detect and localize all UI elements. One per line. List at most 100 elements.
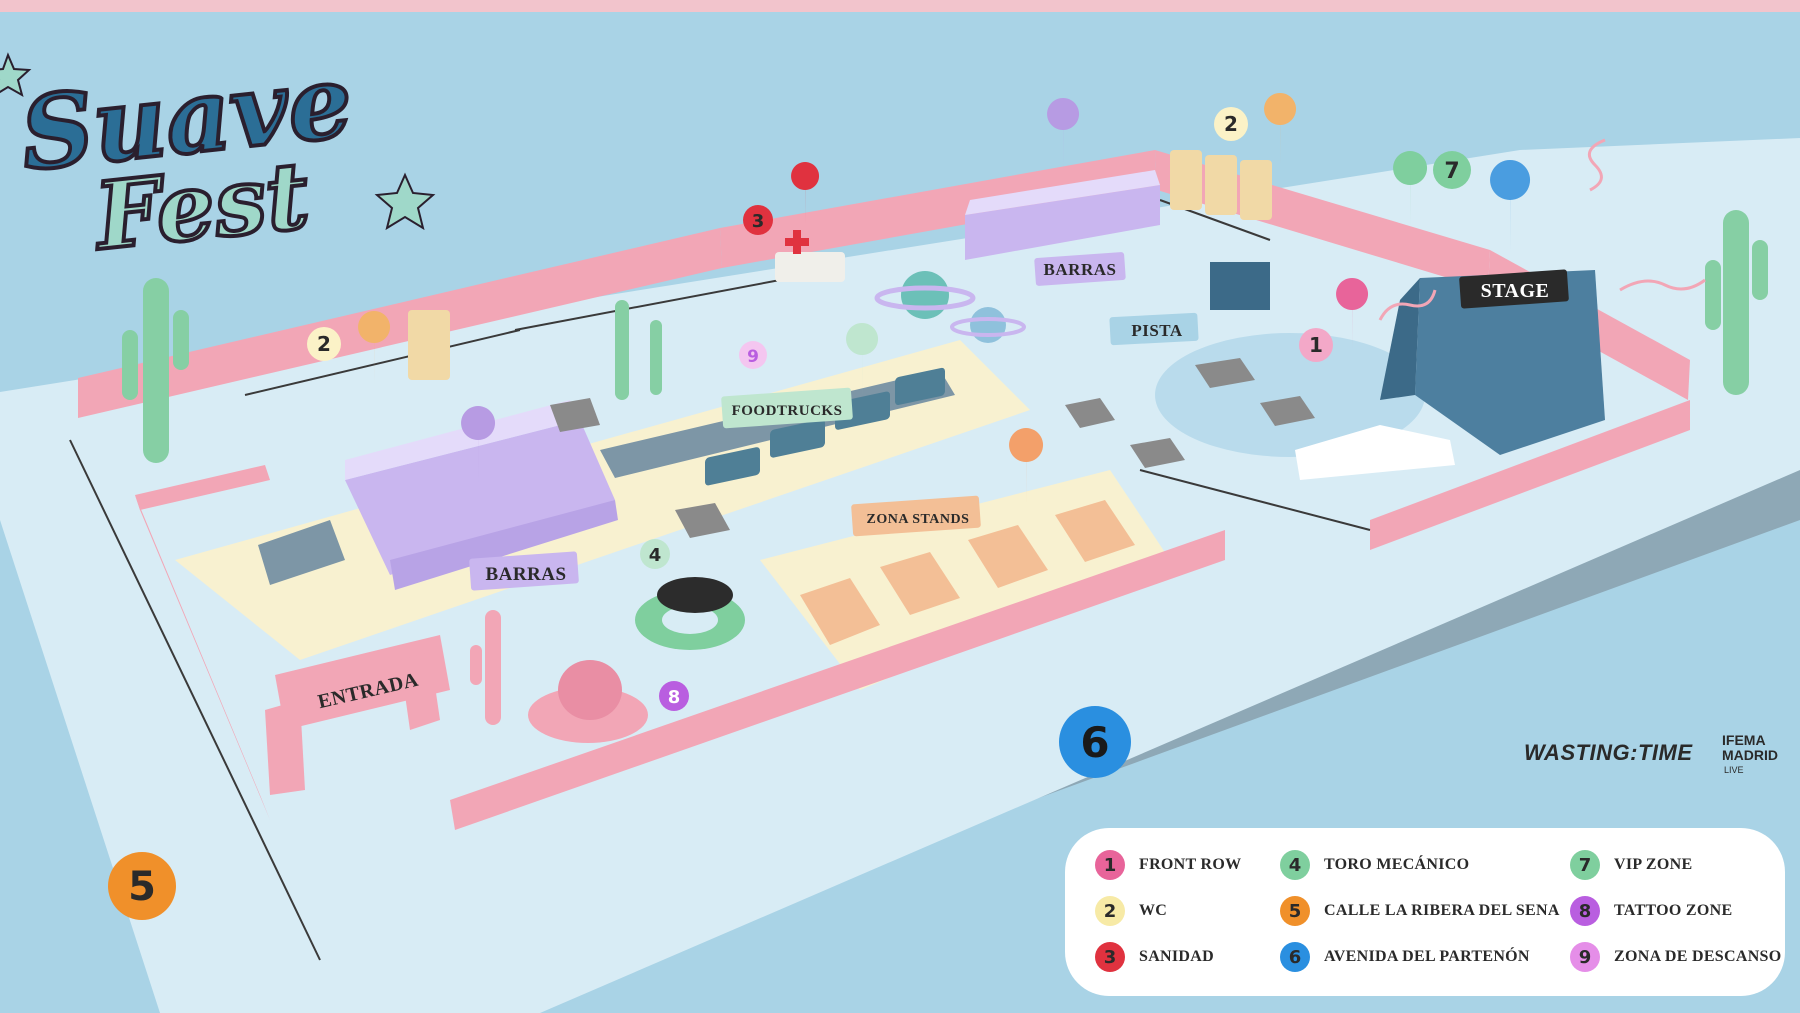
- legend-label: FRONT ROW: [1139, 856, 1242, 873]
- cactus-right: [1705, 210, 1768, 395]
- marker-2-left[interactable]: 2: [307, 327, 341, 361]
- planet-ring: [874, 285, 976, 311]
- marker-4[interactable]: 4: [640, 539, 670, 569]
- speaker-box: [1210, 262, 1270, 310]
- sponsor-ifema-line2: MADRID: [1722, 747, 1778, 763]
- legend-number: 7: [1570, 850, 1600, 880]
- sponsor-ifema: IFEMA MADRID LIVE: [1722, 733, 1778, 778]
- legend-item-vip-zone: 7 VIP ZONE: [1570, 850, 1692, 880]
- svg-text:7: 7: [1444, 159, 1459, 184]
- legend-item-sanidad: 3 SANIDAD: [1095, 942, 1214, 972]
- svg-text:1: 1: [1309, 333, 1323, 357]
- svg-text:Fest: Fest: [87, 141, 313, 271]
- svg-text:5: 5: [128, 864, 156, 910]
- seating-blocks: [1295, 425, 1455, 480]
- map-label-barras-top: BARRAS: [1044, 260, 1117, 279]
- svg-text:3: 3: [752, 211, 765, 232]
- legend-label: WC: [1139, 902, 1168, 919]
- planet-green: [901, 271, 949, 319]
- legend-label: TATTOO ZONE: [1614, 902, 1733, 919]
- label-pista: PISTA: [1109, 312, 1199, 346]
- wc-cabin-left: [408, 310, 450, 380]
- planet-blue: [970, 307, 1006, 343]
- legend-item-avenida-partenon: 6 AVENIDA DEL PARTENÓN: [1280, 942, 1530, 972]
- map-pin-icon: [358, 93, 1531, 505]
- foodtruck-group: [705, 367, 945, 486]
- svg-text:4: 4: [649, 545, 662, 566]
- marker-7[interactable]: 7: [1433, 151, 1471, 189]
- legend-label: VIP ZONE: [1614, 856, 1693, 873]
- wall-north-east: [1155, 150, 1490, 290]
- fence-rest: [514, 279, 781, 331]
- tents-stands: [800, 500, 1135, 645]
- legend-label: CALLE LA RIBERA DEL SENA: [1324, 902, 1560, 919]
- legend-item-front-row: 1 FRONT ROW: [1095, 850, 1241, 880]
- top-strip: [0, 0, 1800, 12]
- planet-ring-2: [950, 317, 1026, 337]
- legend-number: 8: [1570, 896, 1600, 926]
- fence-stage: [1139, 469, 1371, 531]
- legend-number: 4: [1280, 850, 1310, 880]
- map-legend: 1 FRONT ROW 2 WC 3 SANIDAD 4 TORO MECÁNI…: [1065, 828, 1785, 996]
- floor-tiles: [550, 358, 1315, 538]
- map-label-zona-stands: ZONA STANDS: [867, 512, 970, 527]
- marker-2-top[interactable]: 2: [1214, 107, 1248, 141]
- svg-text:2: 2: [1224, 112, 1238, 136]
- legend-number: 5: [1280, 896, 1310, 926]
- confetti-decoration: [1378, 138, 1706, 321]
- legend-number: 2: [1095, 896, 1125, 926]
- marker-6[interactable]: 6: [1059, 706, 1131, 778]
- fence-west: [69, 439, 321, 961]
- label-stage: STAGE: [1459, 269, 1569, 309]
- label-zona-stands: ZONA STANDS: [851, 495, 981, 537]
- sponsor-wasting-time: WASTING:TIME: [1524, 740, 1693, 765]
- label-barras-left: BARRAS: [469, 551, 579, 591]
- mechanical-bull-icon: [657, 577, 733, 613]
- wall-north-mid: [720, 150, 1157, 268]
- legend-label: TORO MECÁNICO: [1324, 856, 1470, 873]
- legend-number: 1: [1095, 850, 1125, 880]
- legend-item-toro-mecanico: 4 TORO MECÁNICO: [1280, 850, 1469, 880]
- svg-text:9: 9: [747, 347, 759, 367]
- map-label-barras-left: BARRAS: [485, 564, 566, 585]
- legend-number: 9: [1570, 942, 1600, 972]
- legend-item-wc: 2 WC: [1095, 896, 1167, 926]
- legend-label: ZONA DE DESCANSO: [1614, 948, 1782, 965]
- entrance-arch: [265, 635, 450, 795]
- marker-9[interactable]: 9: [739, 341, 767, 369]
- wall-west: [135, 495, 270, 820]
- sponsor-ifema-line1: IFEMA: [1722, 732, 1766, 748]
- first-aid-tent: [775, 252, 845, 282]
- cactus-pink: [470, 610, 501, 725]
- legend-number: 3: [1095, 942, 1125, 972]
- marker-1[interactable]: 1: [1299, 328, 1333, 362]
- fence-wc: [244, 329, 521, 396]
- wall-south: [450, 530, 1225, 830]
- legend-label: SANIDAD: [1139, 948, 1214, 965]
- tents-barras-top: [965, 170, 1160, 260]
- sponsor-ifema-line3: LIVE: [1724, 765, 1744, 775]
- road-left: [258, 520, 345, 585]
- suave-fest-logo: Suave Fest: [0, 40, 436, 273]
- label-barras-top: BARRAS: [1034, 252, 1126, 286]
- legend-number: 6: [1280, 942, 1310, 972]
- marker-3[interactable]: 3: [743, 205, 773, 235]
- svg-text:6: 6: [1080, 718, 1109, 767]
- marker-8[interactable]: 8: [659, 681, 689, 711]
- map-label-stage: STAGE: [1481, 280, 1550, 302]
- tents-barras-left: [345, 400, 618, 590]
- wc-cabins-top: [1170, 150, 1272, 220]
- cactus-mid: [615, 300, 662, 400]
- wall-north-west: [78, 228, 722, 418]
- marker-5[interactable]: 5: [108, 852, 176, 920]
- svg-text:2: 2: [317, 332, 331, 356]
- legend-item-calle-ribera: 5 CALLE LA RIBERA DEL SENA: [1280, 896, 1560, 926]
- legend-item-zona-descanso: 9 ZONA DE DESCANSO: [1570, 942, 1782, 972]
- cactus-left: [122, 278, 189, 463]
- wall-west-top: [135, 465, 270, 510]
- map-label-foodtrucks: FOODTRUCKS: [732, 403, 843, 419]
- stage-building: [1380, 270, 1605, 455]
- label-foodtrucks: FOODTRUCKS: [721, 387, 853, 429]
